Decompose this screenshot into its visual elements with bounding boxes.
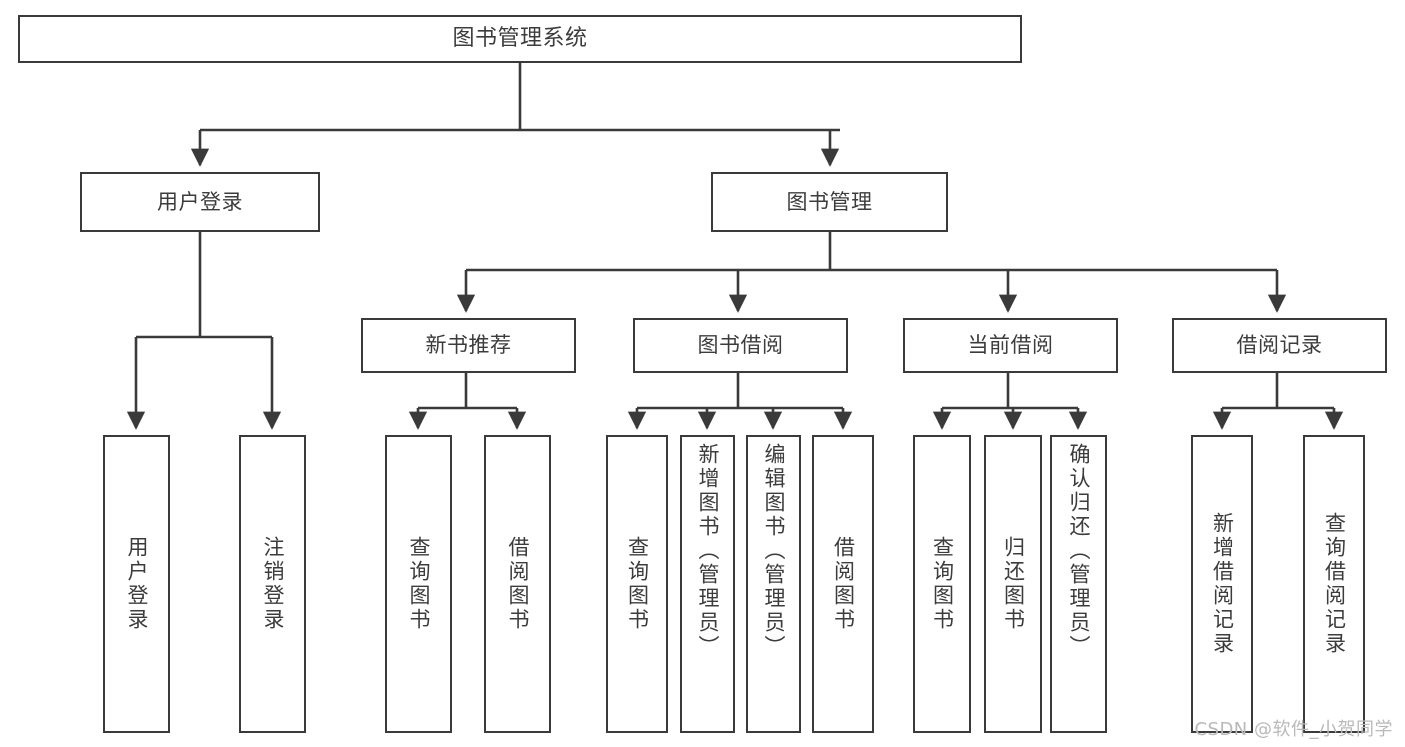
node-label: 新增图书（管理员） — [696, 443, 720, 659]
node-label: 图书管理 — [786, 189, 873, 214]
node-leaf-query-book-current[interactable]: 查询图书 — [913, 435, 971, 733]
node-label: 当前借阅 — [967, 333, 1054, 358]
node-label: 归还图书 — [1001, 536, 1026, 632]
node-label: 借阅图书 — [831, 536, 856, 632]
node-leaf-return-book[interactable]: 归还图书 — [984, 435, 1042, 733]
node-label: 借阅记录 — [1236, 333, 1323, 358]
node-label: 查询图书 — [930, 536, 955, 632]
node-label: 确认归还（管理员） — [1067, 443, 1091, 659]
node-leaf-query-borrow-record[interactable]: 查询借阅记录 — [1303, 435, 1365, 733]
node-label: 用户登录 — [157, 189, 243, 214]
node-label: 查询图书 — [407, 536, 431, 632]
node-leaf-borrow-book[interactable]: 借阅图书 — [812, 435, 874, 733]
node-level2-book-management[interactable]: 图书管理 — [711, 172, 948, 232]
node-label: 新书推荐 — [425, 333, 512, 358]
node-level3-book-borrow[interactable]: 图书借阅 — [633, 318, 848, 373]
node-level3-borrow-record[interactable]: 借阅记录 — [1172, 318, 1387, 373]
watermark: CSDN @软件_小贺同学 — [1194, 719, 1393, 740]
node-leaf-query-book-recommend[interactable]: 查询图书 — [385, 435, 452, 733]
node-label: 查询图书 — [625, 536, 650, 632]
node-label: 编辑图书（管理员） — [762, 443, 786, 659]
node-leaf-add-book-admin[interactable]: 新增图书（管理员） — [680, 435, 735, 733]
node-leaf-logout[interactable]: 注销登录 — [239, 435, 306, 733]
node-label: 图书借阅 — [697, 333, 784, 358]
node-label: 图书管理系统 — [452, 26, 588, 52]
node-level3-current-borrow[interactable]: 当前借阅 — [903, 318, 1118, 373]
node-label: 用户登录 — [125, 536, 149, 632]
node-label: 查询借阅记录 — [1322, 512, 1347, 656]
node-leaf-user-login[interactable]: 用户登录 — [103, 435, 170, 733]
node-leaf-add-borrow-record[interactable]: 新增借阅记录 — [1191, 435, 1253, 733]
node-label: 注销登录 — [261, 536, 285, 632]
node-level2-user-login[interactable]: 用户登录 — [80, 172, 320, 232]
node-leaf-query-book-borrow[interactable]: 查询图书 — [606, 435, 668, 733]
node-root[interactable]: 图书管理系统 — [18, 15, 1022, 63]
node-label: 新增借阅记录 — [1210, 512, 1235, 656]
node-leaf-edit-book-admin[interactable]: 编辑图书（管理员） — [746, 435, 801, 733]
node-leaf-borrow-book-recommend[interactable]: 借阅图书 — [484, 435, 551, 733]
node-leaf-confirm-return-admin[interactable]: 确认归还（管理员） — [1050, 435, 1107, 733]
node-label: 借阅图书 — [506, 536, 530, 632]
node-level3-new-book-recommend[interactable]: 新书推荐 — [361, 318, 576, 373]
